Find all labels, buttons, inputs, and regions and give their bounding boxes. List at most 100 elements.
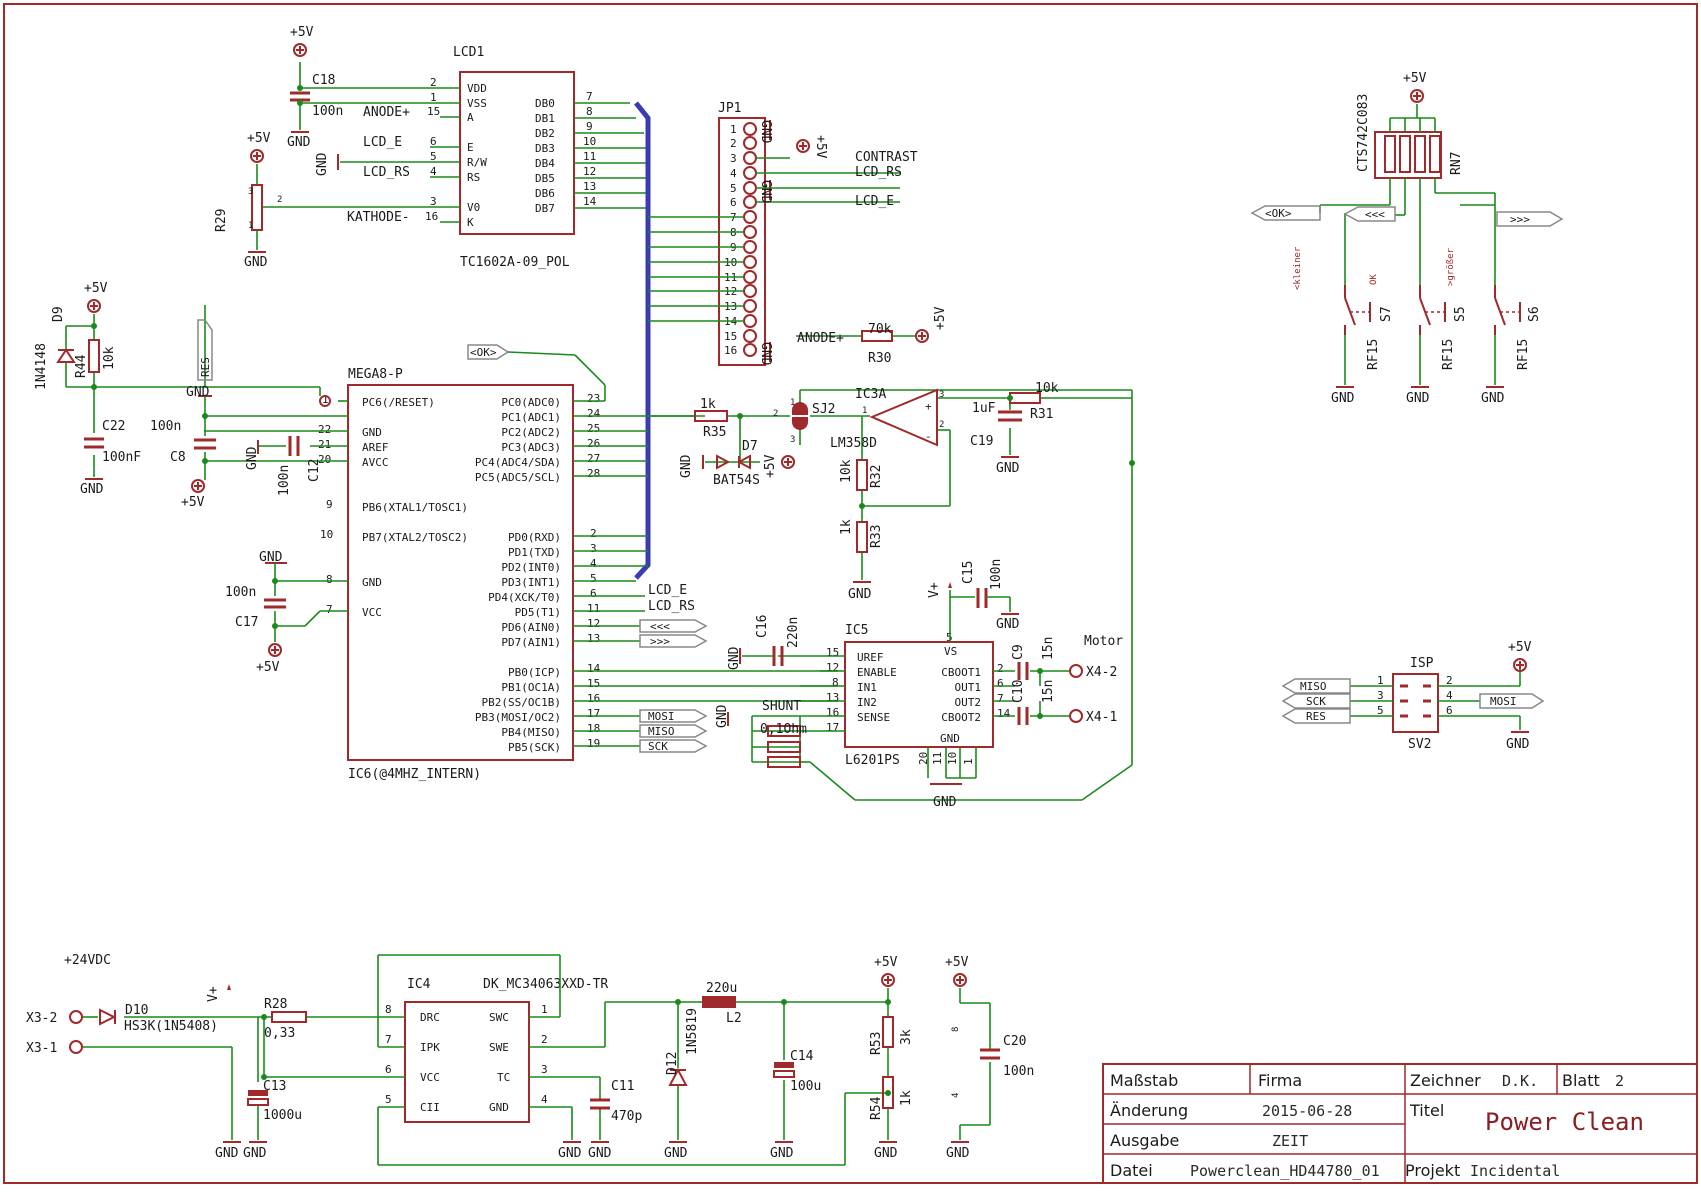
- svg-text:3: 3: [430, 195, 437, 208]
- gnd-c19: GND: [996, 461, 1020, 476]
- c22-ref: C22: [102, 419, 125, 434]
- svg-text:7: 7: [385, 1033, 392, 1046]
- svg-text:10: 10: [320, 528, 333, 541]
- svg-text:28: 28: [587, 467, 600, 480]
- svg-text:20: 20: [917, 752, 930, 765]
- c12-value: 100n: [277, 465, 292, 496]
- gnd-c18: GND: [287, 135, 311, 150]
- svg-text:GND: GND: [940, 732, 960, 745]
- svg-text:1: 1: [862, 406, 867, 416]
- svg-text:1: 1: [962, 758, 975, 765]
- d12-ref: D12: [665, 1052, 680, 1075]
- r35-value: 1k: [700, 397, 716, 412]
- svg-text:1: 1: [541, 1003, 548, 1016]
- svg-text:26: 26: [587, 437, 600, 450]
- tb-zeichner: Zeichner: [1410, 1071, 1481, 1090]
- jp1-ref: JP1: [718, 101, 741, 116]
- svg-text:2: 2: [997, 662, 1004, 675]
- ic3a-value: LM358D: [830, 436, 877, 451]
- svg-text:PB7(XTAL2/TOSC2): PB7(XTAL2/TOSC2): [362, 531, 468, 544]
- svg-text:OUT1: OUT1: [955, 681, 982, 694]
- r44-ref: R44: [74, 354, 89, 378]
- svg-text:PC4(ADC4/SDA): PC4(ADC4/SDA): [475, 456, 561, 469]
- svg-text:ENABLE: ENABLE: [857, 666, 897, 679]
- vcc-jp1: +5V: [813, 135, 828, 159]
- mcu-net-lcd-rs: LCD_RS: [648, 599, 695, 614]
- svg-text:2: 2: [730, 137, 737, 150]
- vcc-d7: +5V: [763, 454, 778, 478]
- l2-ref: L2: [726, 1011, 742, 1026]
- svg-text:VS: VS: [944, 645, 957, 658]
- vcc-c18: +5V: [290, 25, 314, 40]
- ic5-ref: IC5: [845, 623, 868, 638]
- c19-value: 1uF: [972, 401, 996, 416]
- svg-text:14: 14: [583, 195, 597, 208]
- svg-text:7: 7: [997, 692, 1004, 705]
- d12-value: 1N5819: [685, 1008, 700, 1055]
- tb-projekt-value: Incidental: [1470, 1162, 1560, 1180]
- svg-text:1: 1: [790, 398, 795, 408]
- c12-ref: C12: [307, 459, 322, 482]
- svg-text:12: 12: [583, 165, 596, 178]
- isp-ref: ISP: [1410, 656, 1434, 671]
- svg-text:UREF: UREF: [857, 651, 884, 664]
- svg-text:24: 24: [587, 407, 601, 420]
- gnd-c8: GND: [186, 385, 210, 400]
- svg-text:2: 2: [590, 527, 597, 540]
- svg-text:DB4: DB4: [535, 157, 555, 170]
- c15-ref: C15: [961, 561, 976, 584]
- c17-value: 100n: [225, 585, 256, 600]
- svg-text:23: 23: [587, 392, 600, 405]
- c14-value: 100u: [790, 1079, 821, 1094]
- svg-text:12: 12: [587, 617, 600, 630]
- net-kathode: KATHODE-: [347, 210, 410, 225]
- svg-text:7: 7: [586, 90, 593, 103]
- ic3a-ref: IC3A: [855, 387, 886, 402]
- svg-text:15: 15: [587, 677, 600, 690]
- svg-text:3: 3: [590, 542, 597, 555]
- c18-value: 100n: [312, 104, 343, 119]
- svg-text:25: 25: [587, 422, 600, 435]
- vcc-r53: +5V: [874, 955, 898, 970]
- r31-ref: R31: [1030, 407, 1053, 422]
- gnd-ic4: GND: [558, 1146, 582, 1161]
- gnd-c15: GND: [996, 617, 1020, 632]
- tb-ausgabe-value: ZEIT: [1272, 1132, 1308, 1150]
- jp1-net-contrast: CONTRAST: [855, 150, 918, 165]
- r30-value: 70k: [868, 322, 892, 337]
- c15-value: 100n: [989, 559, 1004, 590]
- c20-ref: C20: [1003, 1034, 1026, 1049]
- svg-text:DB1: DB1: [535, 112, 555, 125]
- svg-text:PD4(XCK/T0): PD4(XCK/T0): [488, 591, 561, 604]
- r29-ref: R29: [214, 209, 229, 232]
- svg-text:2: 2: [939, 420, 944, 430]
- input-voltage-label: +24VDC: [64, 953, 111, 968]
- vplus-ic5: V+: [927, 582, 942, 598]
- svg-text:2: 2: [541, 1033, 548, 1046]
- svg-text:4: 4: [951, 1093, 961, 1098]
- gnd-r29: GND: [244, 255, 268, 270]
- svg-text:K: K: [467, 216, 474, 229]
- l2-value: 220u: [706, 981, 737, 996]
- svg-text:5: 5: [1377, 704, 1384, 717]
- svg-text:R/W: R/W: [467, 156, 487, 169]
- r30-ref: R30: [868, 351, 891, 366]
- svg-text:PD0(RXD): PD0(RXD): [508, 531, 561, 544]
- svg-text:1: 1: [1377, 674, 1384, 687]
- svg-text:8: 8: [832, 676, 839, 689]
- btn-caption-groesser: >größer: [1446, 247, 1456, 286]
- svg-text:5: 5: [590, 572, 597, 585]
- svg-text:7: 7: [326, 603, 333, 616]
- svg-text:8: 8: [951, 1027, 961, 1032]
- svg-text:6: 6: [590, 587, 597, 600]
- svg-text:VDD: VDD: [467, 82, 487, 95]
- vcc-c8: +5V: [181, 495, 205, 510]
- mcu-value: MEGA8-P: [348, 367, 403, 382]
- svg-text:DB2: DB2: [535, 127, 555, 140]
- tb-aenderung: Änderung: [1110, 1101, 1188, 1120]
- svg-text:15: 15: [724, 330, 737, 343]
- svg-text:IPK: IPK: [420, 1041, 440, 1054]
- svg-text:3: 3: [541, 1063, 548, 1076]
- r28-ref: R28: [264, 997, 287, 1012]
